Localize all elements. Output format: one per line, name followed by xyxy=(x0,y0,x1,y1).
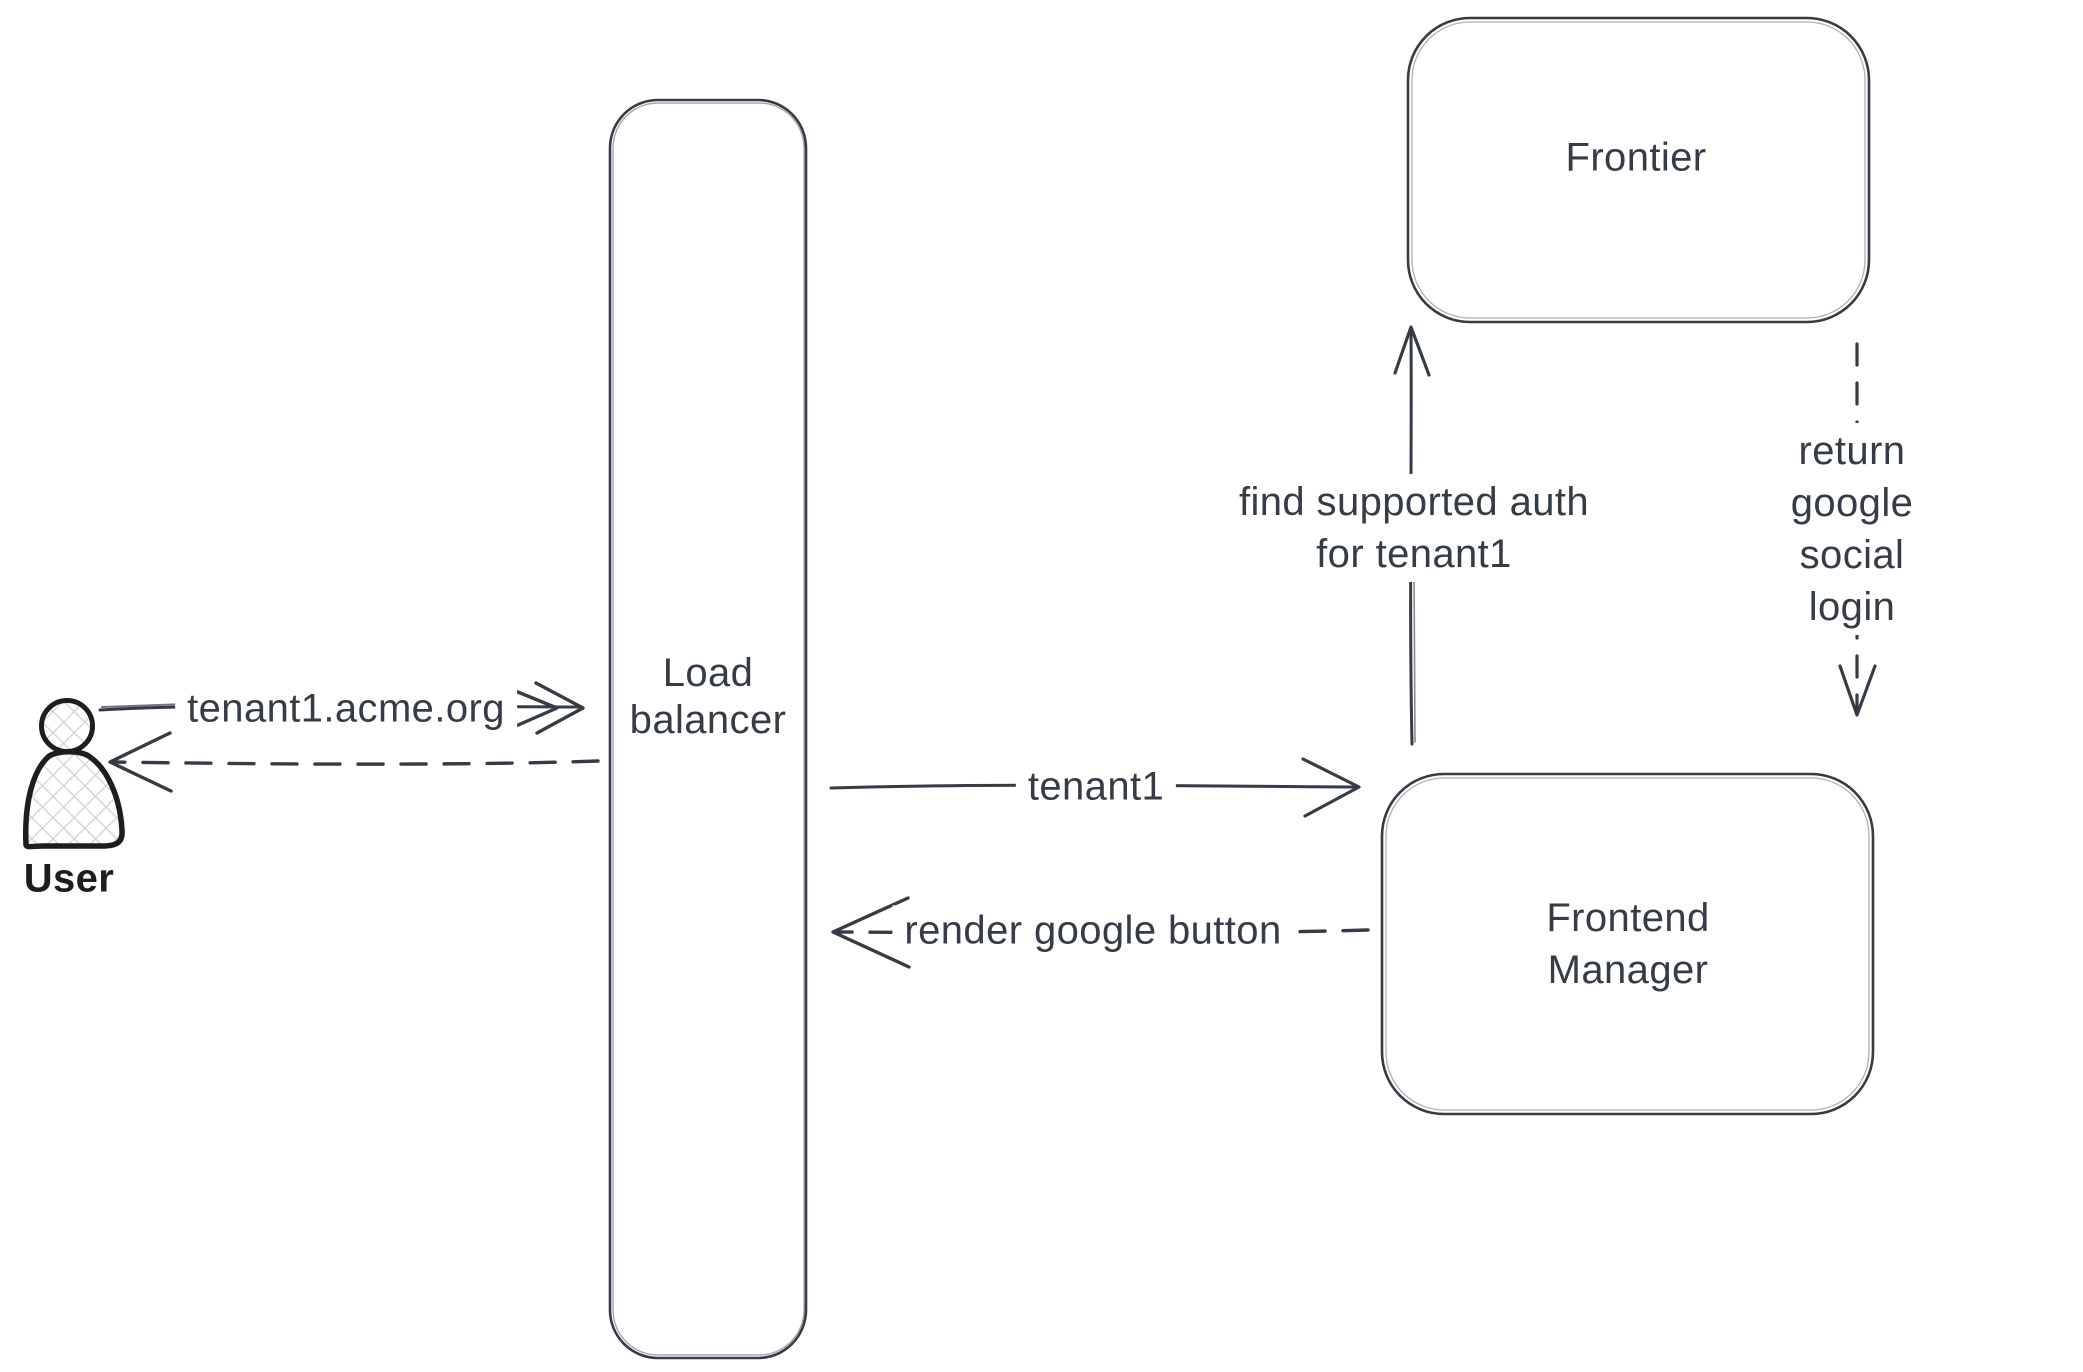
render-arrow-line xyxy=(834,928,1370,935)
response-arrow-head xyxy=(108,731,173,793)
find-auth-arrow-line-overdraw xyxy=(1413,564,1416,743)
arrow-tenant1-label: tenant1 xyxy=(1015,761,1177,813)
render-arrow-head xyxy=(831,896,911,969)
load-balancer-label: Load balancer xyxy=(629,650,787,742)
arrow-return-google-social-login-label: return google social login xyxy=(1736,423,1968,635)
user-label: User xyxy=(23,856,115,901)
frontier-label: Frontier xyxy=(1565,135,1707,180)
response-arrow-line xyxy=(112,759,600,766)
tenant1-arrow-head xyxy=(1301,757,1361,818)
arrow-find-supported-auth-label: find supported auth for tenant1 xyxy=(1226,474,1602,582)
return-arrow-head xyxy=(1838,664,1877,717)
arrow-response xyxy=(108,731,600,793)
frontend-manager-label: Frontend Manager xyxy=(1546,896,1710,992)
request-arrow-head-2 xyxy=(506,686,559,731)
arrow-render-google-button xyxy=(831,896,1370,969)
request-arrow-head xyxy=(534,681,585,735)
arrow-return-google-social-login xyxy=(1838,342,1877,717)
find-auth-arrow-head xyxy=(1393,325,1431,377)
arrow-render-google-button-label: render google button xyxy=(892,905,1294,957)
user-icon xyxy=(23,698,125,850)
load-balancer-box xyxy=(608,98,808,1360)
arrow-request-label: tenant1.acme.org xyxy=(175,683,517,735)
frontend-manager-box xyxy=(1380,772,1875,1116)
request-arrow-line-overdraw xyxy=(101,703,187,708)
frontier-box xyxy=(1406,16,1871,324)
